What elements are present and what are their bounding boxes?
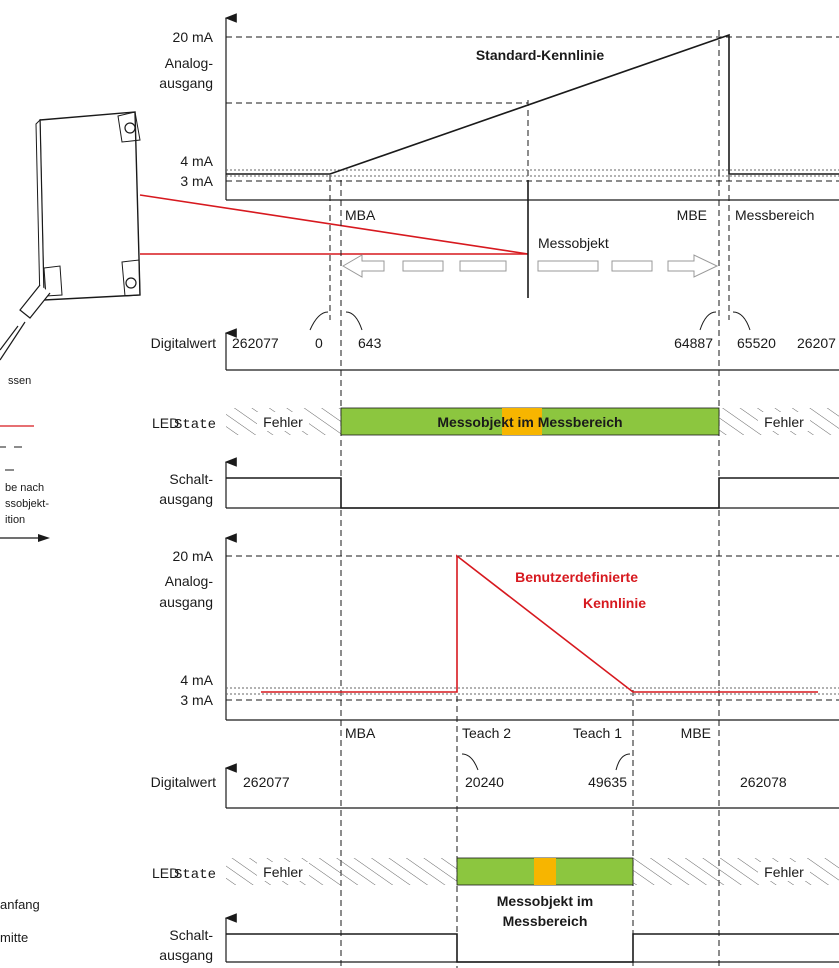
ma4-label: 4 mA [180,153,213,169]
bar-text: Messobjekt im [497,893,593,909]
fragment-text: ssen [8,375,31,387]
schalt-label: ausgang [159,491,213,507]
digital-value: 643 [358,335,382,351]
fehler-label: Fehler [764,864,804,880]
left-legend-fragments: ssen be nach ssobjekt- ition anfang mitt… [0,375,50,945]
digitalwert-label: Digitalwert [151,335,216,351]
ma3-label: 3 mA [180,173,213,189]
curve-title: Standard-Kennlinie [476,47,605,63]
ma4-label: 4 mA [180,672,213,688]
schalt-label: ausgang [159,947,213,963]
bottom-switch-output: Messobjekt im Messbereich Schalt- ausgan… [159,890,839,963]
messbereich-label: Messbereich [735,207,814,223]
state-label: State [174,417,216,433]
fehler-label: Fehler [263,414,303,430]
mba-label: MBA [345,725,376,741]
curve-title: Kennlinie [583,595,646,611]
digital-value: 26207 [797,335,836,351]
teach2-label: Teach 2 [462,725,511,741]
digital-value: 20240 [465,774,504,790]
digital-value: 262077 [243,774,290,790]
ma20-label: 20 mA [173,548,214,564]
ma20-label: 20 mA [173,29,214,45]
state-label: State [174,867,216,883]
fehler-label: Fehler [764,414,804,430]
mba-label: MBA [345,207,376,223]
led-label: LED [152,415,179,431]
fragment-text: mitte [0,930,28,945]
analog-label: Analog- [165,573,214,589]
curve-title: Benutzerdefinierte [515,569,638,585]
digital-value: 49635 [588,774,627,790]
messobjekt-label: Messobjekt [538,235,609,251]
top-analog-plot: 20 mA Analog- ausgang 4 mA 3 mA Standard… [159,13,839,251]
analog-label: Analog- [165,55,214,71]
laser-beam-top [139,194,529,255]
top-led-state: Fehler Fehler Messobjekt im Messbereich … [152,407,839,436]
fragment-text: anfang [0,897,40,912]
digitalwert-label: Digitalwert [151,774,216,790]
sensor-illustration [0,111,141,361]
schalt-label: Schalt- [169,927,213,943]
mbe-label: MBE [677,207,707,223]
fragment-text: ssobjekt- [5,498,49,510]
analog-label: ausgang [159,75,213,91]
bar-text: Messbereich [503,913,588,929]
bottom-led-state: Fehler Fehler LED State [152,857,839,886]
led-label: LED [152,865,179,881]
fehler-label: Fehler [263,864,303,880]
digital-value: 64887 [674,335,713,351]
top-switch-output: Schalt- ausgang [159,457,839,509]
digital-value: 262078 [740,774,787,790]
schalt-label: Schalt- [169,471,213,487]
digital-value: 0 [315,335,323,351]
teach1-label: Teach 1 [573,725,622,741]
fragment-text: ition [5,514,25,526]
led-bar-text: Messobjekt im Messbereich [437,414,622,430]
digital-value: 262077 [232,335,279,351]
guide-lines [329,30,730,968]
mbe-label: MBE [681,725,711,741]
fragment-text: be nach [5,482,44,494]
object-track [342,180,719,298]
bottom-analog-plot: 20 mA Analog- ausgang 4 mA 3 mA Benutzer… [159,533,839,741]
analog-label: ausgang [159,594,213,610]
ma3-label: 3 mA [180,692,213,708]
top-digital-row: Digitalwert 262077 0 643 64887 65520 262… [151,311,839,371]
bottom-digital-row: Digitalwert 262077 20240 49635 262078 [151,753,839,809]
digital-value: 65520 [737,335,776,351]
